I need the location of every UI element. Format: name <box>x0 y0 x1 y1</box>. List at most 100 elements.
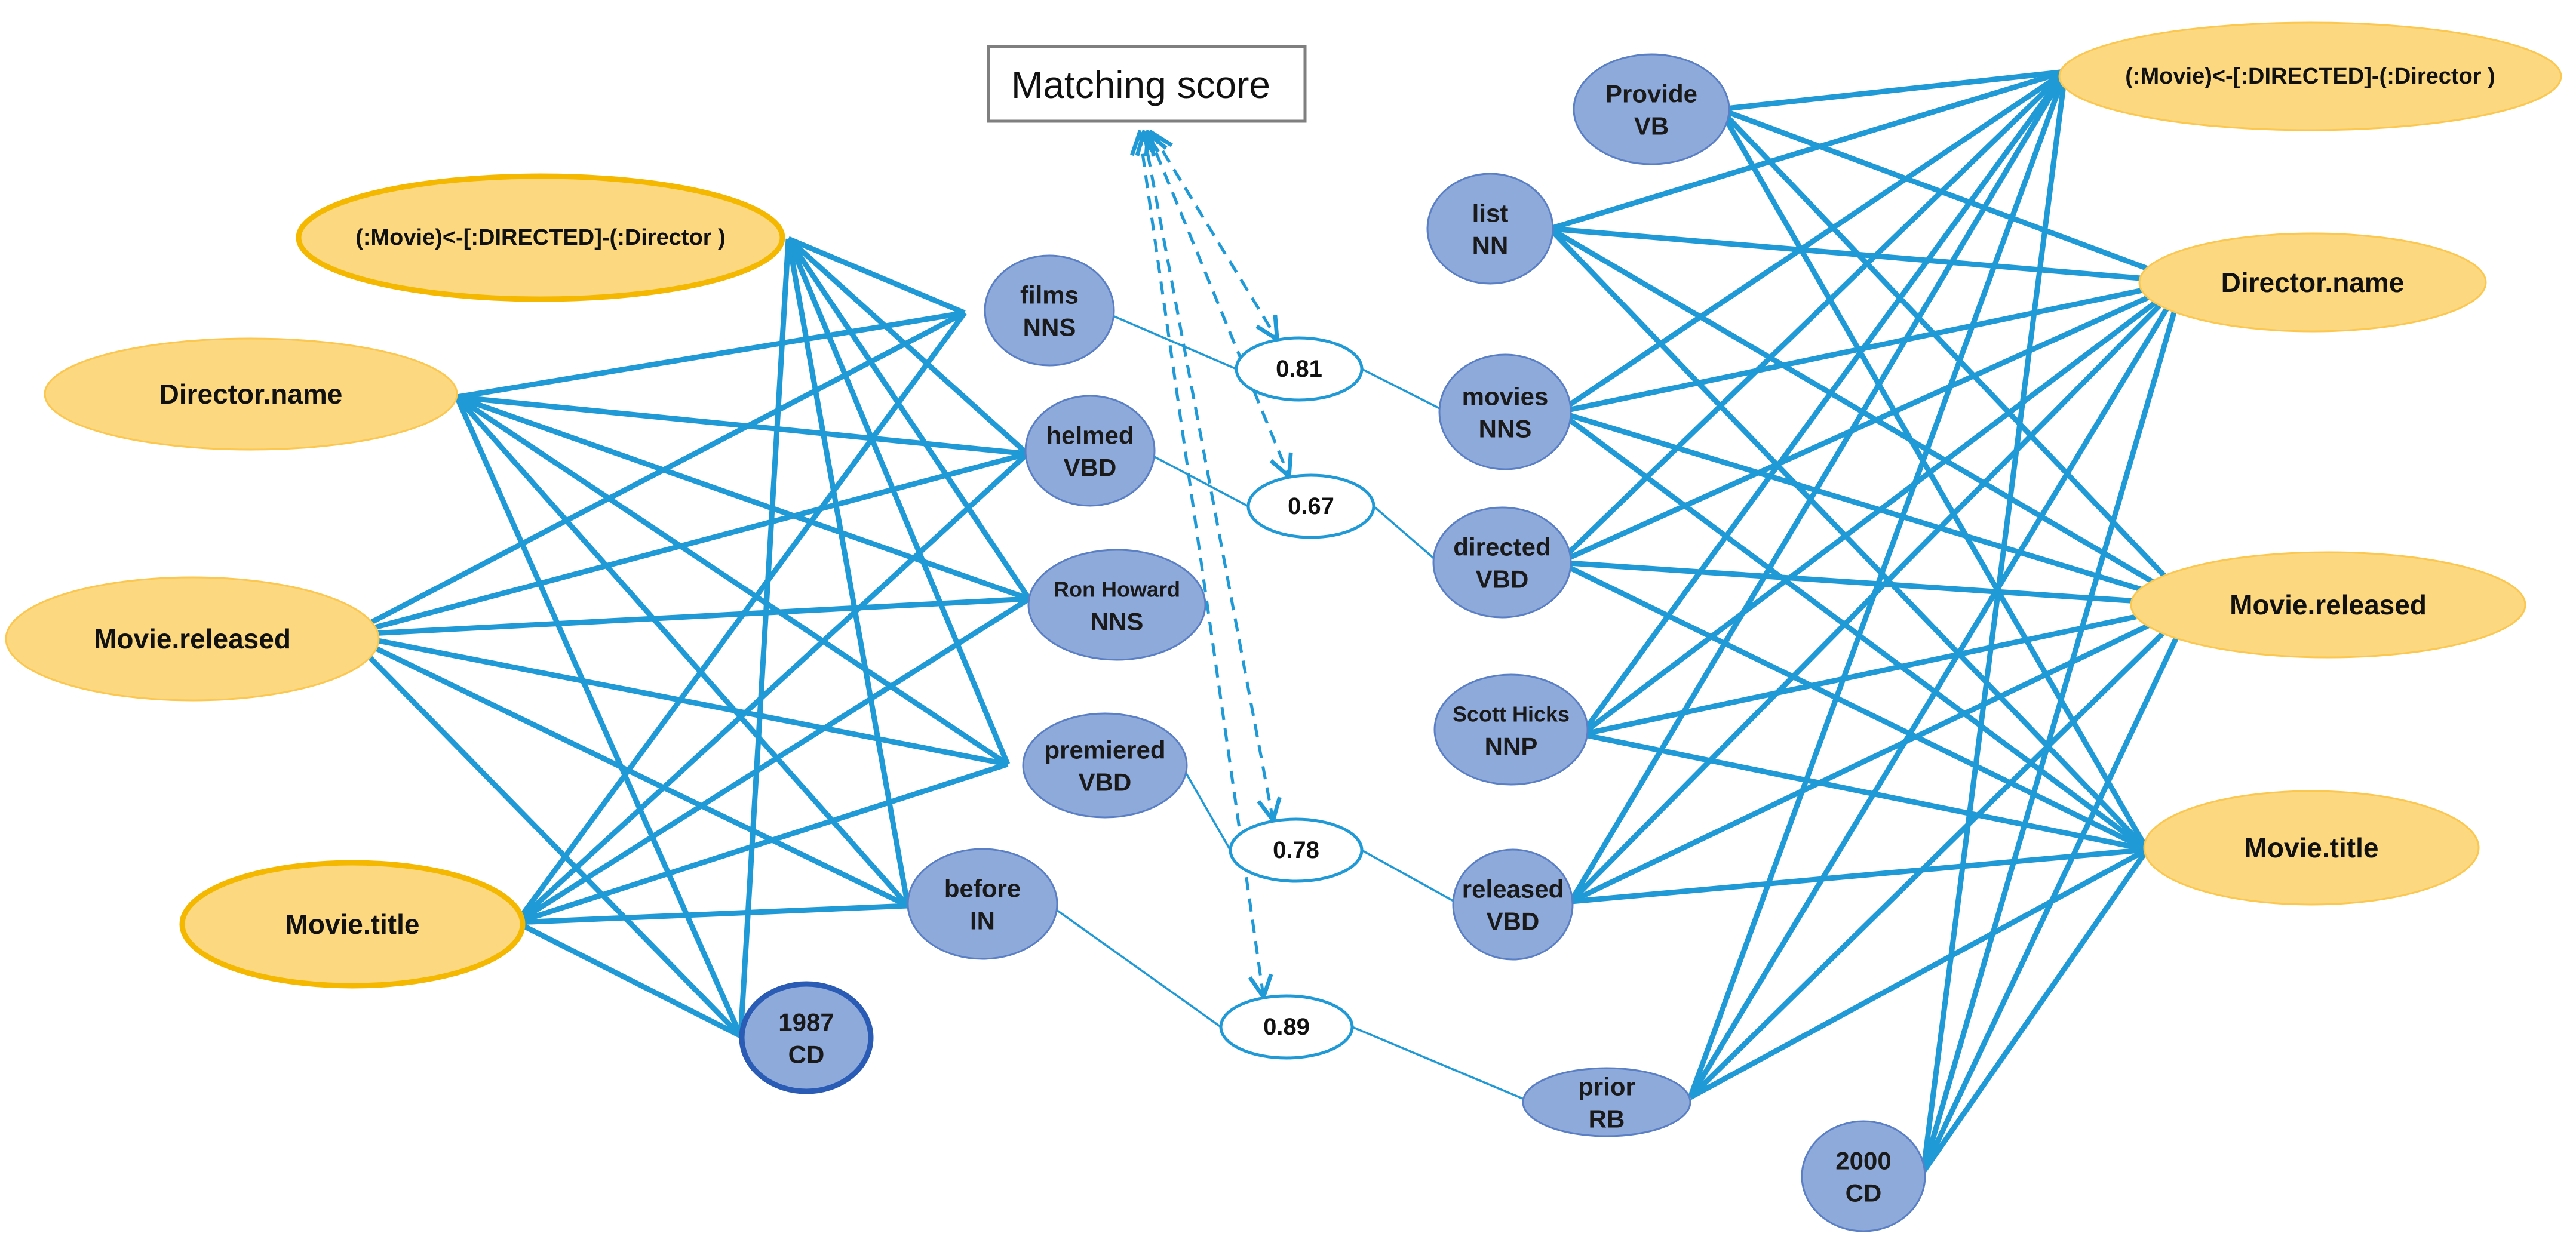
right-edge-r_dir_rel-r_scott <box>1579 70 2068 736</box>
token-ellipse <box>1801 1120 1926 1232</box>
left-edge-l_title-l_ron <box>515 596 1031 925</box>
right-schema-r_title: Movie.title <box>2143 790 2480 906</box>
token-ellipse <box>1426 173 1554 285</box>
right-edge-r_dir_rel-r_movies <box>1557 69 2067 414</box>
left-edge-l_title-l_before <box>516 903 908 925</box>
right-edge-r_released-r_list <box>1548 226 2194 607</box>
matching-arrow-s3 <box>1144 133 1273 820</box>
score-ellipse <box>1235 336 1364 402</box>
score-value: 0.67 <box>1288 493 1334 519</box>
right-schema-r_dir_name: Director.name <box>2138 232 2487 333</box>
right-edge-r_released-r_released_tok <box>1570 602 2193 905</box>
token-pos-tag: CD <box>788 1041 825 1069</box>
right-edge-r_released-r_movies <box>1558 409 2193 608</box>
token-word: prior <box>1578 1073 1635 1101</box>
schema-label: (:Movie)<-[:DIRECTED]-(:Director ) <box>2125 64 2495 89</box>
token-word: films <box>1020 281 1079 309</box>
schema-ellipse <box>44 337 458 451</box>
matching-score-frame <box>987 45 1307 123</box>
token-ellipse <box>1432 506 1572 619</box>
right-edge-r_dir_name-r_provide <box>1719 106 2184 285</box>
token-ellipse <box>739 981 874 1094</box>
token-pos-tag: RB <box>1589 1105 1625 1133</box>
token-word: Provide <box>1605 80 1697 108</box>
score-node-s1: 0.81 <box>1235 336 1364 402</box>
score-node-s2: 0.67 <box>1246 473 1375 539</box>
score-link-right-s4 <box>1352 1026 1526 1101</box>
token-word: 2000 <box>1835 1147 1891 1175</box>
schema-ellipse <box>2058 21 2562 131</box>
score-link-right-s1 <box>1361 368 1442 411</box>
token-word: 1987 <box>778 1008 834 1036</box>
schema-ellipse <box>179 860 526 989</box>
schema-label: Director.name <box>2221 267 2405 298</box>
left-edge-l_released-l_films <box>346 310 966 637</box>
right-edge-r_dir_rel-r_directed <box>1556 69 2068 565</box>
token-pos-tag: NNS <box>1023 313 1076 342</box>
score-link-right-s2 <box>1373 505 1437 561</box>
left-edge-l_title-l_helmed <box>514 451 1030 925</box>
schema-ellipse <box>2143 790 2480 906</box>
right-edge-r_title-r_scott <box>1581 731 2148 853</box>
schema-ellipse <box>2138 232 2487 333</box>
left-edge-l_released-l_1987 <box>345 632 743 1038</box>
token-pos-tag: NN <box>1472 232 1509 260</box>
right-edge-r_title-r_list <box>1548 226 2150 852</box>
token-pos-tag: NNP <box>1485 733 1538 761</box>
right-edge-r_dir_name-r_directed <box>1558 279 2184 565</box>
left-edge-l_dir_name-l_helmed <box>456 394 1028 457</box>
schema-ellipse <box>296 173 785 302</box>
token-pos-tag: NNS <box>1091 608 1144 636</box>
right-edge-r_title-r_released_tok <box>1570 847 2148 905</box>
right-edge-r_dir_name-r_2000 <box>1920 281 2186 1173</box>
token-ellipse <box>1022 712 1188 819</box>
left-edge-l_released-l_ron <box>347 596 1030 638</box>
token-ellipse <box>1027 549 1206 661</box>
token-pos-tag: VB <box>1634 112 1669 140</box>
right-edge-r_released-r_2000 <box>1920 604 2195 1173</box>
matching-score-arrows <box>1140 133 1289 997</box>
right-edge-r_released-r_directed <box>1558 559 2193 608</box>
right-edge-r_title-r_provide <box>1718 107 2150 851</box>
left-edge-l_title-l_1987 <box>515 919 742 1039</box>
matching-arrow-s4 <box>1140 133 1264 997</box>
token-ellipse <box>1522 1067 1691 1137</box>
right-edge-r_released-r_provide <box>1718 107 2194 607</box>
token-word: premiered <box>1044 736 1165 764</box>
left-schema-l_title: Movie.title <box>179 860 526 989</box>
token-ellipse <box>1024 395 1156 507</box>
score-link-left-s4 <box>1054 908 1222 1028</box>
right-edge-r_dir_name-r_released_tok <box>1568 279 2185 904</box>
right-edge-r_released-r_prior <box>1688 602 2194 1100</box>
matching-score-label: Matching score <box>1011 63 1270 106</box>
left-schema-l_dir_name: Director.name <box>44 337 458 451</box>
token-pos-tag: VBD <box>1064 454 1117 482</box>
score-node-s3: 0.78 <box>1229 817 1364 883</box>
score-ellipse <box>1229 817 1364 883</box>
right-edge-r_dir_name-r_prior <box>1688 280 2185 1099</box>
matching-score-box: Matching score <box>987 45 1307 123</box>
left-edge-l_dir_name-l_premiered <box>455 395 1009 767</box>
left-edge-l_released-l_helmed <box>346 451 1028 638</box>
left-edge-l_title-l_premiered <box>515 761 1009 925</box>
schema-label: Movie.released <box>2230 589 2427 620</box>
schema-ellipse <box>2130 551 2526 659</box>
score-link-left-s1 <box>1111 314 1237 370</box>
token-pos-tag: VBD <box>1079 768 1132 796</box>
token-ellipse <box>907 848 1058 960</box>
right-edge-r_dir_rel-r_list <box>1549 69 2067 232</box>
right-edge-r_released-r_scott <box>1581 602 2193 737</box>
schema-ellipse <box>5 576 380 702</box>
right-schema-r_released: Movie.released <box>2130 551 2526 659</box>
token-ellipse <box>984 254 1115 367</box>
